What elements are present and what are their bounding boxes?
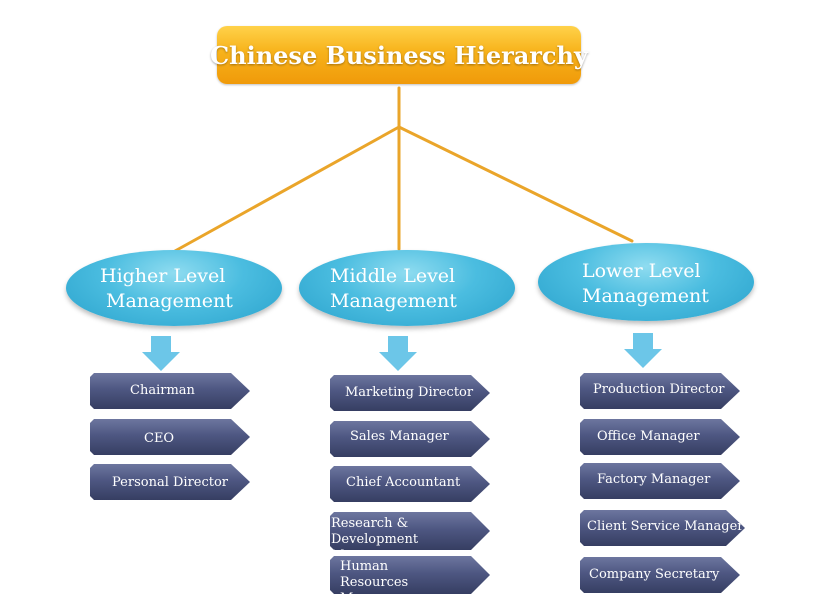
higher-item-personal-director: Personal Director — [90, 464, 250, 500]
middle-item-human-resources-manager: Human Resources Manager — [330, 556, 490, 594]
level-middle-label-line2: Management — [330, 290, 457, 312]
level-higher-label-line2: Management — [106, 290, 233, 312]
lower-item-production-director: Production Director — [580, 373, 740, 409]
down-arrow-icon — [142, 336, 180, 371]
level-middle: Middle Level Management — [299, 250, 515, 326]
down-arrow-icon — [624, 333, 662, 368]
lower-item-client-service-manager: Client Service Manager — [580, 510, 745, 546]
lower-item-factory-manager: Factory Manager — [580, 463, 740, 499]
level-lower-label-line1: Lower Level — [582, 260, 701, 282]
higher-item-chairman: Chairman — [90, 373, 250, 409]
connector-lower — [397, 125, 634, 243]
level-lower-label-line2: Management — [582, 285, 709, 307]
level-higher: Higher Level Management — [66, 250, 282, 326]
middle-item-sales-manager: Sales Manager — [330, 421, 490, 457]
connector-lines — [173, 86, 634, 253]
down-arrow-icon — [379, 336, 417, 371]
level-middle-label-line1: Middle Level — [330, 265, 456, 287]
connector-higher — [173, 125, 401, 253]
level-higher-label-line1: Higher Level — [100, 265, 226, 287]
higher-item-ceo: CEO — [90, 419, 250, 455]
middle-item-research-development-manager: Research & Development Manager — [330, 512, 490, 550]
lower-item-office-manager: Office Manager — [580, 419, 740, 455]
lower-item-company-secretary: Company Secretary — [580, 557, 740, 593]
middle-item-chief-accountant: Chief Accountant — [330, 466, 490, 502]
diagram-title: Chinese Business Hierarchy — [210, 26, 588, 84]
middle-item-marketing-director: Marketing Director — [330, 375, 490, 411]
level-lower: Lower Level Management — [538, 243, 754, 321]
